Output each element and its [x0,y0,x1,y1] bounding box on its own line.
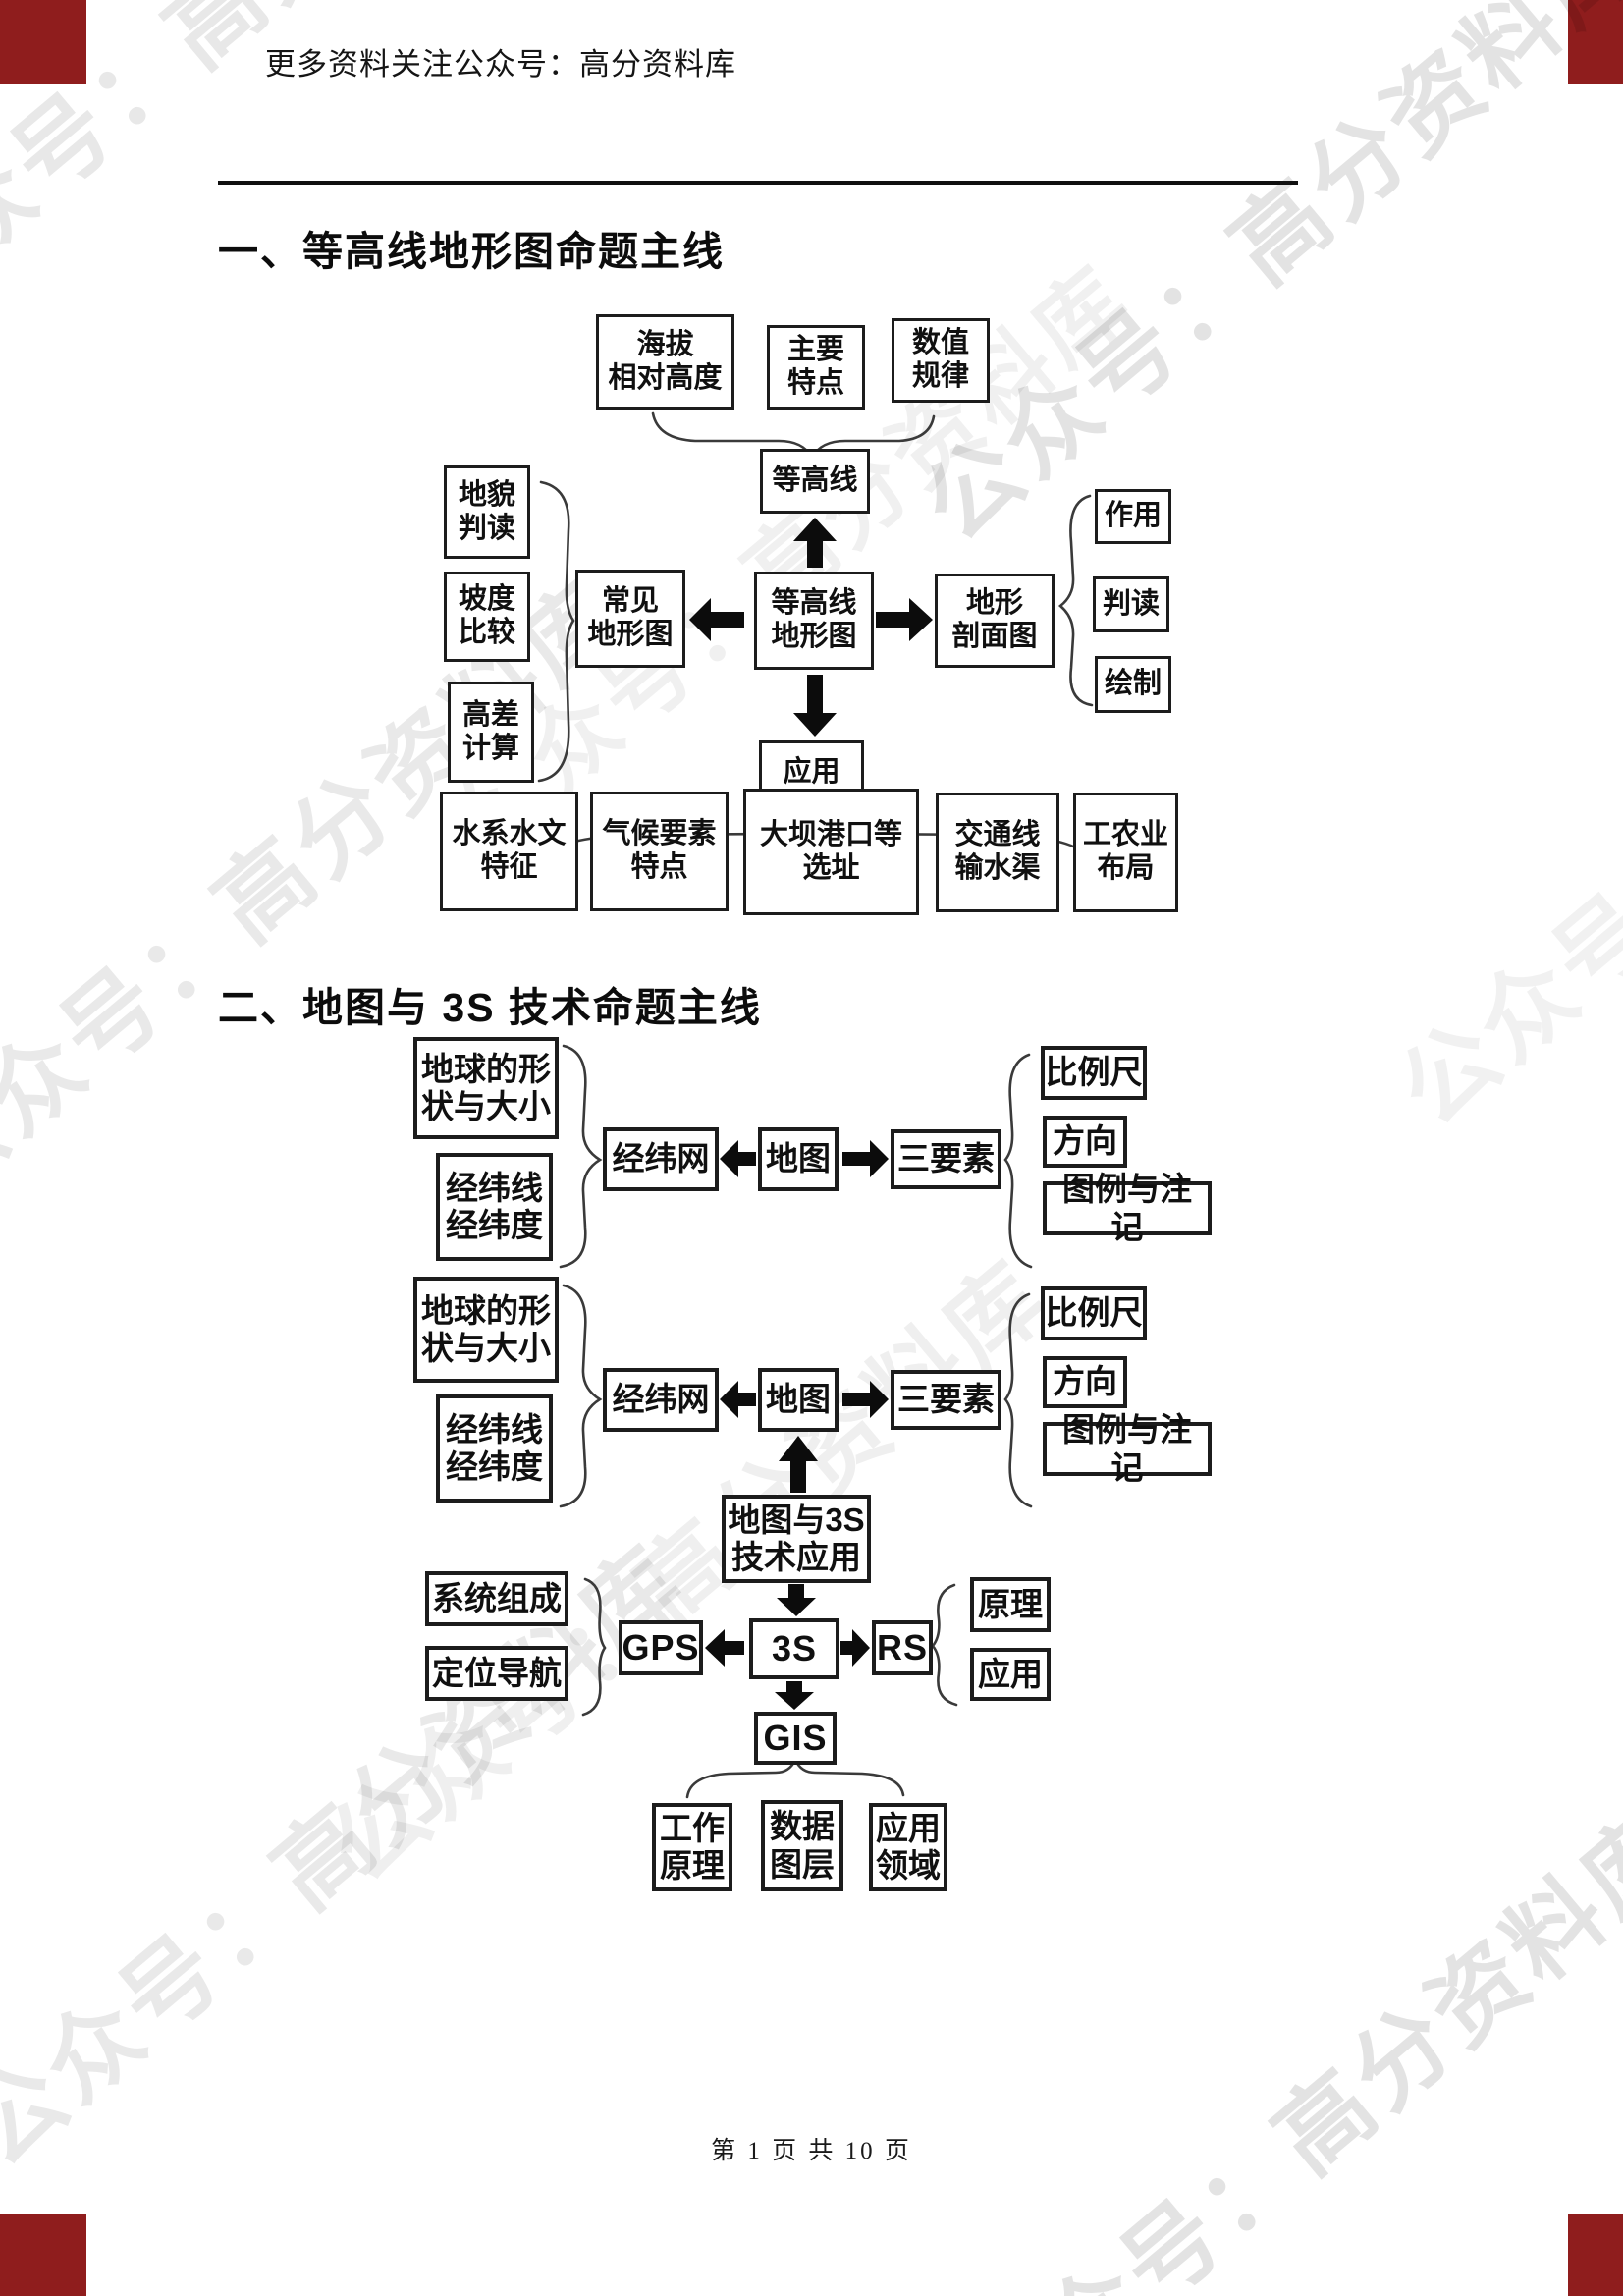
node-gongnongye-buju: 工农业 布局 [1073,793,1178,912]
node-diqiu-xingzhuang-b: 地球的形 状与大小 [413,1277,559,1383]
node-pandu: 判读 [1093,576,1169,632]
node-bilichi-a: 比例尺 [1041,1046,1147,1100]
node-daba-gangkou: 大坝港口等 选址 [743,789,919,915]
node-tuli-zhuji-a: 图例与注记 [1043,1171,1212,1245]
section1-title: 一、等高线地形图命题主线 [218,229,725,274]
section2-title: 二、地图与 3S 技术命题主线 [218,985,762,1030]
arrow-right-to-poumian [876,598,933,641]
arrow-dt3s-up-to-ditu [779,1436,818,1493]
node-xitong-zucheng: 系统组成 [425,1571,568,1626]
node-fangxiang-b: 方向 [1043,1356,1127,1408]
node-3s: 3S [749,1618,839,1679]
arrow-ditu-to-sanyaosu-b [842,1381,889,1418]
node-rs: RS [872,1620,933,1675]
corner-mark-top-right [1568,0,1623,84]
node-gis: GIS [754,1712,837,1765]
node-bilichi-b: 比例尺 [1041,1286,1147,1340]
node-yingyong-lingyu: 应用 领域 [869,1803,947,1891]
node-podu-bijiao: 坡度 比较 [444,572,530,662]
watermark: 公众号：高分资料库 [1380,485,1623,1146]
corner-mark-bottom-right [1568,2214,1623,2296]
brace-poumian-right [1057,494,1094,707]
corner-mark-top-left [0,0,86,84]
node-qihou-yaosu: 气候要素 特点 [590,792,729,911]
node-gongzuo-yuanli: 工作 原理 [652,1803,732,1891]
node-jingweiwang-b: 经纬网 [603,1368,719,1432]
node-denggaoxian: 等高线 [760,449,870,514]
corner-mark-bottom-left [0,2214,86,2296]
node-fangxiang-a: 方向 [1043,1116,1127,1168]
watermark: 公众号：高分资料库 [904,0,1623,562]
node-jiaotongxian: 交通线 输水渠 [936,793,1059,912]
node-ditu-a: 地图 [758,1127,839,1191]
node-changjian-dixingtu: 常见 地形图 [575,570,685,668]
node-jingweixian-b: 经纬线 经纬度 [436,1394,553,1503]
brace-gis-bottom [685,1756,905,1799]
node-huizhi: 绘制 [1095,656,1171,713]
brace-left-a [559,1044,603,1269]
node-ditu-b: 地图 [758,1368,839,1432]
arrow-left-to-changjian [689,598,744,641]
arrow-3s-right-to-rs [840,1629,870,1667]
brace-left-column [537,480,575,783]
arrow-ditu-to-sanyaosu-a [842,1140,889,1177]
node-tuli-zhuji-b: 图例与注记 [1043,1411,1212,1486]
node-sanyaosu-b: 三要素 [891,1370,1001,1430]
node-denggaoxian-dixingtu: 等高线 地形图 [754,572,874,670]
node-yingyong-rs: 应用 [970,1648,1051,1701]
node-haiba-xiangduigaodu: 海拔 相对高度 [596,314,734,410]
node-jingweiwang-a: 经纬网 [603,1127,719,1191]
arrow-dt3s-down-to-3s [777,1584,816,1616]
watermark: 公众号：高分资料库 [948,1791,1623,2296]
arrow-3s-down-to-gis [775,1681,814,1710]
arrow-ditu-to-jingweiwang-a [720,1140,756,1177]
header-divider [218,181,1298,185]
node-ditu-yu-3s-jishu: 地图与3S 技术应用 [722,1495,871,1583]
node-diqiu-xingzhuang-a: 地球的形 状与大小 [413,1037,559,1139]
brace-rs-right [931,1583,958,1707]
node-jingweixian-a: 经纬线 经纬度 [436,1153,553,1261]
arrow-down-to-yingyong [793,675,837,737]
watermark: 公众号：高分资料库 [0,1526,706,2187]
node-zuoyong: 作用 [1095,489,1171,544]
arrow-3s-left-to-gps [705,1629,744,1667]
node-gps: GPS [619,1620,703,1675]
node-shuixi-shuiwen: 水系水文 特征 [440,792,578,911]
page-number: 第 1 页 共 10 页 [711,2138,912,2164]
node-zhuyao-tedian: 主要 特点 [767,325,865,410]
brace-gps-left [581,1577,607,1717]
brace-left-b [559,1284,603,1508]
arrow-ditu-to-jingweiwang-b [720,1381,756,1418]
node-dingwei-daohang: 定位导航 [425,1646,568,1701]
node-gaocha-jisuan: 高差 计算 [448,682,534,783]
brace-sanyaosu-b [1003,1292,1033,1508]
node-dimao-pandu: 地貌 判读 [444,465,530,559]
node-sanyaosu-a: 三要素 [891,1129,1001,1189]
brace-sanyaosu-a [1003,1053,1033,1269]
page-header-text: 更多资料关注公众号：高分资料库 [265,47,736,82]
node-shuzhi-guilv: 数值 规律 [892,318,990,403]
node-yuanli: 原理 [970,1577,1051,1632]
node-dixing-poumiantu: 地形 剖面图 [935,574,1055,668]
arrow-up-to-denggaoxian [793,518,837,568]
node-shuju-tuceng: 数据 图层 [761,1800,843,1891]
